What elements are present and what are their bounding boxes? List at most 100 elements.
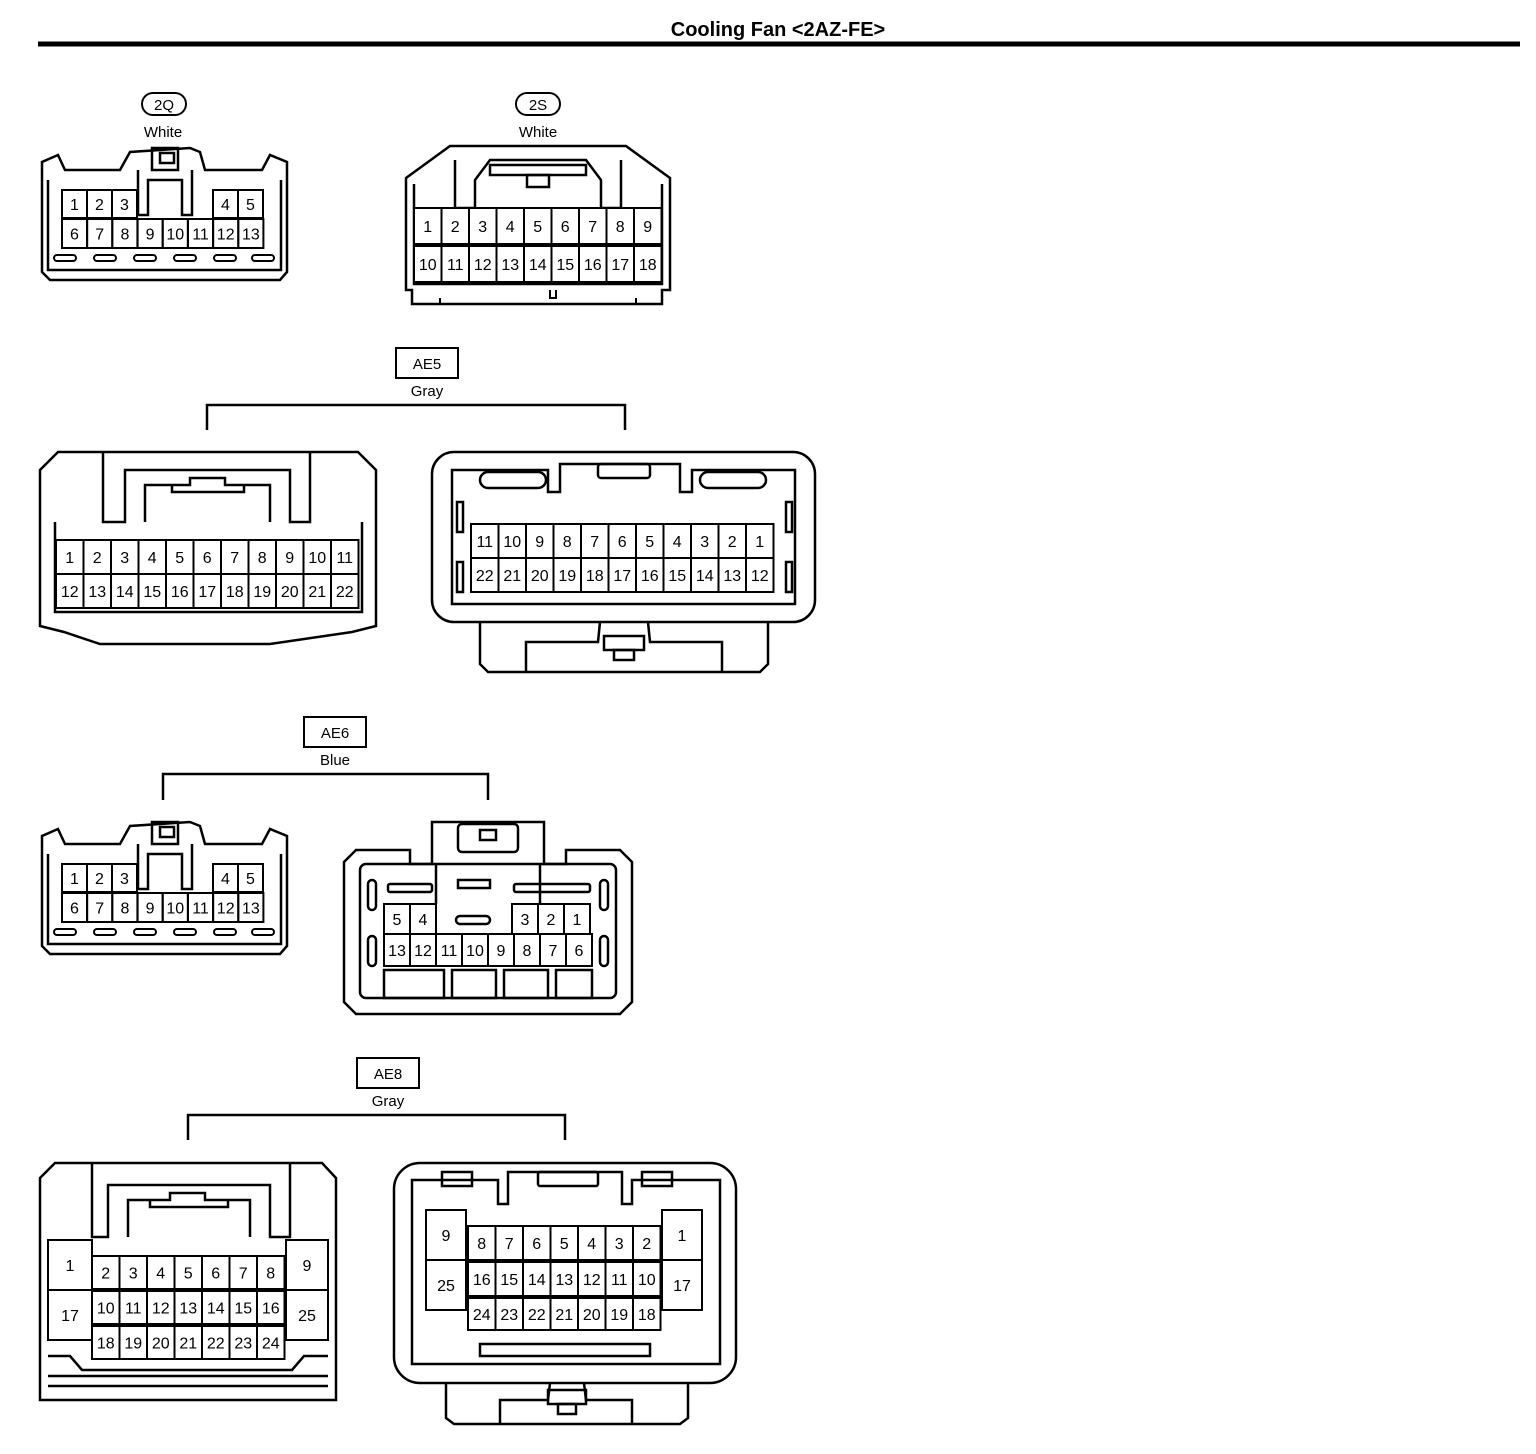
pin-number: 1 — [66, 1258, 75, 1275]
pin-cell — [577, 1261, 607, 1297]
pin-number: 13 — [723, 568, 741, 585]
pin-cell — [165, 539, 195, 575]
pin-cell — [91, 1325, 121, 1360]
pin-number: 7 — [239, 1266, 248, 1283]
pin-number: 6 — [561, 219, 570, 236]
pin-cell — [413, 207, 443, 245]
pin-cell — [187, 218, 214, 249]
pin-number: 11 — [192, 901, 209, 918]
pin-number: 6 — [70, 227, 79, 244]
pin-number: 7 — [230, 550, 239, 567]
pin-number: 16 — [641, 568, 659, 585]
pin-number: 10 — [166, 901, 184, 918]
pin-cell — [552, 523, 582, 559]
pin-number: 23 — [500, 1307, 518, 1324]
pin-number: 17 — [613, 568, 631, 585]
pin-cell — [237, 863, 264, 893]
pin-number: 8 — [266, 1266, 275, 1283]
pin-number: 9 — [146, 227, 155, 244]
pin-cell — [173, 1255, 203, 1290]
connector-ae6-bracket — [161, 772, 490, 800]
pin-number: 20 — [281, 584, 299, 601]
pin-number: 12 — [414, 943, 432, 960]
pin-number: 1 — [423, 219, 432, 236]
pin-number: 8 — [616, 219, 625, 236]
pin-cell — [497, 557, 527, 593]
pin-cell — [604, 1261, 634, 1297]
pin-number: 5 — [560, 1236, 569, 1253]
pin-number: 25 — [437, 1278, 455, 1295]
pin-number: 6 — [618, 534, 627, 551]
pin-number: 13 — [555, 1272, 573, 1289]
connector-2q-color: White — [144, 124, 182, 141]
pin-cell — [86, 218, 114, 249]
pin-cell — [577, 1225, 607, 1261]
pin-cell — [690, 557, 720, 593]
pin-number: 16 — [262, 1301, 280, 1318]
pin-number: 12 — [751, 568, 769, 585]
connector-ae6-female-housing — [342, 820, 634, 1016]
pin-number: 13 — [179, 1301, 197, 1318]
pin-cell — [661, 1259, 703, 1311]
pin-cell — [256, 1325, 286, 1360]
pin-number: 19 — [124, 1336, 142, 1353]
pin-number: 18 — [226, 584, 244, 601]
pin-cell — [220, 573, 250, 609]
pin-number: 5 — [533, 219, 542, 236]
pin-number: 7 — [588, 219, 597, 236]
pin-cell — [633, 207, 663, 245]
pin-cell — [522, 1225, 552, 1261]
pin-number: 12 — [217, 901, 235, 918]
pin-cell — [522, 1261, 552, 1297]
pin-cell — [383, 933, 411, 967]
pin-cell — [550, 245, 580, 283]
pin-number: 16 — [473, 1272, 491, 1289]
pin-cell — [497, 523, 527, 559]
pin-number: 1 — [755, 534, 764, 551]
pin-cell — [549, 1297, 579, 1331]
pin-number: 9 — [643, 219, 652, 236]
pin-cell — [302, 573, 332, 609]
pin-number: 4 — [156, 1266, 165, 1283]
pin-number: 10 — [466, 943, 484, 960]
connector-2s-color: White — [519, 124, 557, 141]
connector-ae6-code: AE6 — [321, 725, 349, 742]
pin-cell — [256, 1290, 286, 1325]
pin-number: 11 — [336, 550, 353, 567]
pin-number: 3 — [615, 1236, 624, 1253]
pin-number: 12 — [61, 584, 79, 601]
pin-number: 17 — [611, 257, 629, 274]
pin-number: 21 — [308, 584, 326, 601]
pin-number: 17 — [61, 1308, 79, 1325]
pin-number: 3 — [129, 1266, 138, 1283]
pin-cell — [330, 573, 360, 609]
pin-number: 13 — [242, 227, 260, 244]
pin-number: 5 — [184, 1266, 193, 1283]
pin-cell — [578, 245, 608, 283]
pin-cell — [745, 557, 775, 593]
pin-number: 5 — [246, 871, 255, 888]
connector-ae5-color: Gray — [411, 383, 444, 400]
pin-cell — [470, 557, 500, 593]
pin-number: 20 — [531, 568, 549, 585]
pin-number: 10 — [97, 1301, 115, 1318]
pin-number: 9 — [146, 901, 155, 918]
pin-cell — [513, 933, 541, 967]
pin-number: 5 — [645, 534, 654, 551]
pin-number: 4 — [221, 197, 230, 214]
pin-number: 5 — [175, 550, 184, 567]
pin-cell — [136, 218, 164, 249]
pin-number: 9 — [442, 1228, 451, 1245]
pin-number: 10 — [638, 1272, 656, 1289]
connector-ae8-code-box — [356, 1057, 420, 1089]
pin-number: 13 — [501, 257, 519, 274]
pin-cell — [461, 933, 489, 967]
pin-cell — [690, 523, 720, 559]
pin-cell — [201, 1325, 231, 1360]
connector-2s-code: 2S — [529, 97, 547, 114]
pin-number: 20 — [583, 1307, 601, 1324]
pin-cell — [61, 863, 88, 893]
